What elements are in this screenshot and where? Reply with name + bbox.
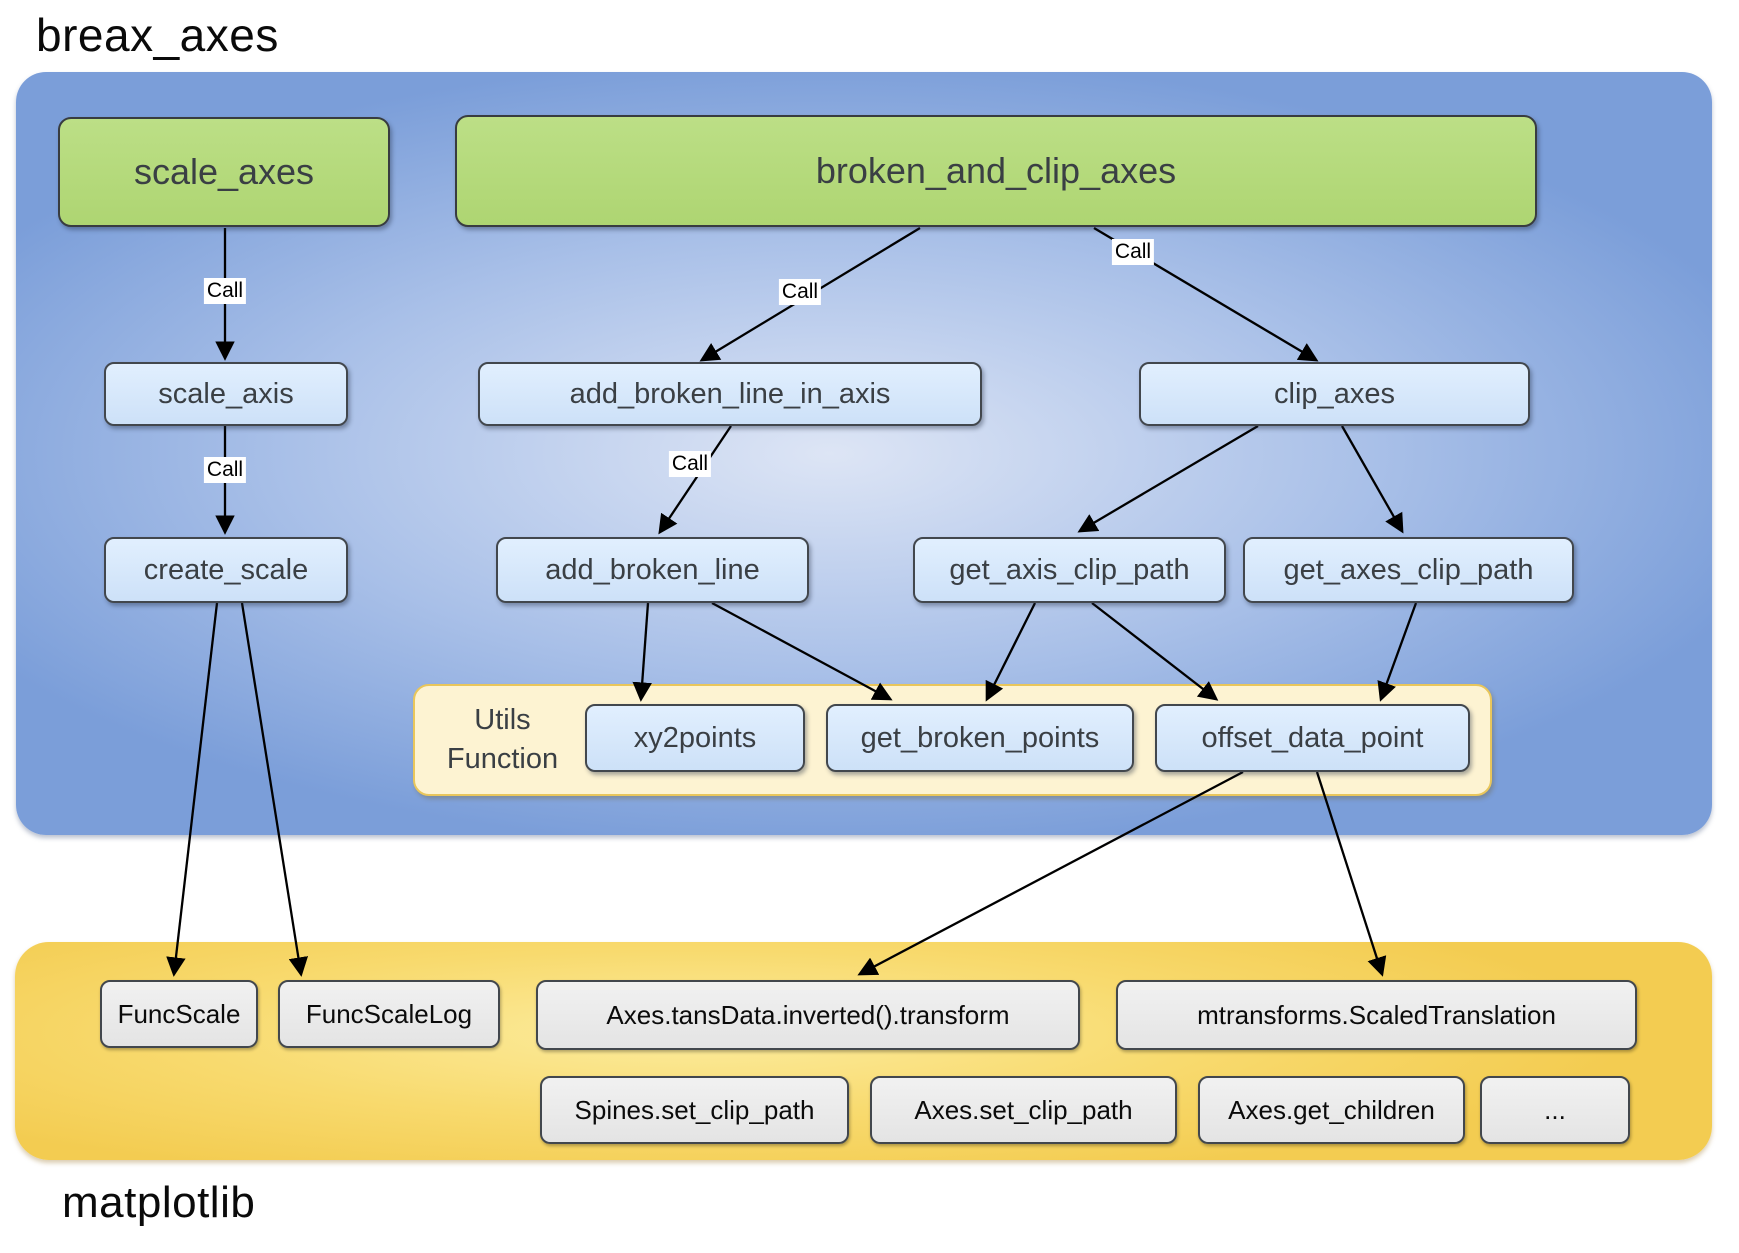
- node-broken-and-clip-axes: broken_and_clip_axes: [455, 115, 1537, 227]
- node-scale-axis: scale_axis: [104, 362, 348, 426]
- node-spines-set-clip-path: Spines.set_clip_path: [540, 1076, 849, 1144]
- page-title: breax_axes: [36, 9, 279, 61]
- matplotlib-label: matplotlib: [62, 1178, 256, 1227]
- node-axes-set-clip-path: Axes.set_clip_path: [870, 1076, 1177, 1144]
- node-mtransforms-scaledtranslation: mtransforms.ScaledTranslation: [1116, 980, 1637, 1050]
- node-add-broken-line: add_broken_line: [496, 537, 809, 603]
- call-label-add-broken-line-in-axis: Call: [778, 279, 822, 305]
- node-scale-axes: scale_axes: [58, 117, 390, 227]
- call-label-scale-axes: Call: [203, 278, 247, 304]
- utils-function-label-line2: Function: [446, 743, 559, 775]
- utils-function-label: Utils Function: [420, 698, 585, 782]
- utils-function-label-line1: Utils: [474, 703, 531, 736]
- node-get-axis-clip-path: get_axis_clip_path: [913, 537, 1226, 603]
- call-label-scale-axis: Call: [203, 457, 247, 483]
- node-funcscale: FuncScale: [100, 980, 258, 1048]
- call-label-add-broken-line: Call: [668, 451, 712, 477]
- node-get-axes-clip-path: get_axes_clip_path: [1243, 537, 1574, 603]
- node-create-scale: create_scale: [104, 537, 348, 603]
- node-offset-data-point: offset_data_point: [1155, 704, 1470, 772]
- node-ellipsis: ...: [1480, 1076, 1630, 1144]
- node-xy2points: xy2points: [585, 704, 805, 772]
- node-axes-transdata-inverted-transform: Axes.tansData.inverted().transform: [536, 980, 1080, 1050]
- call-label-clip-axes: Call: [1111, 239, 1155, 265]
- node-add-broken-line-in-axis: add_broken_line_in_axis: [478, 362, 982, 426]
- node-axes-get-children: Axes.get_children: [1198, 1076, 1465, 1144]
- node-funcscalelog: FuncScaleLog: [278, 980, 500, 1048]
- node-clip-axes: clip_axes: [1139, 362, 1530, 426]
- node-get-broken-points: get_broken_points: [826, 704, 1134, 772]
